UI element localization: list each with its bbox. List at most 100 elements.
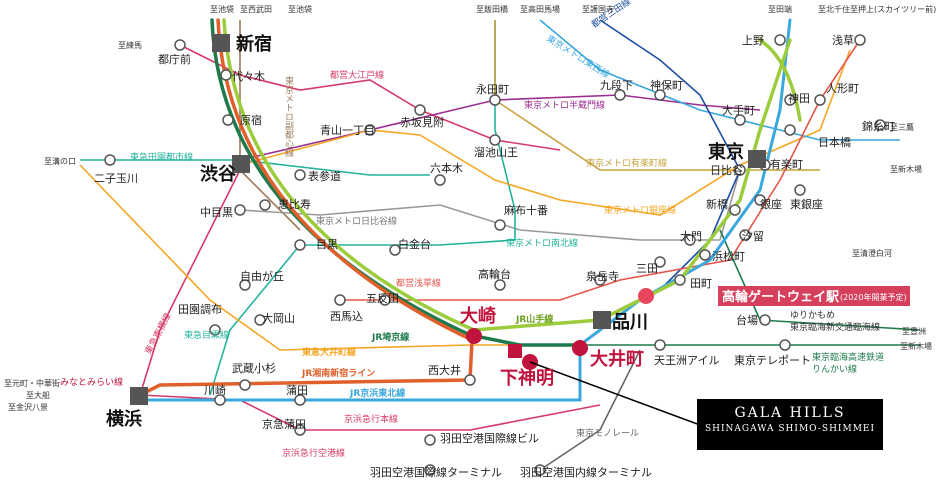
station-kawasaki — [214, 394, 226, 406]
dest-iidabashi: 至飯田橋 — [476, 4, 508, 14]
station-tamachi — [674, 274, 686, 286]
callout-subtitle: SHINAGAWA SHIMO-SHIMMEI — [704, 424, 876, 434]
meguro-line — [209, 244, 301, 396]
dest-shinkiba3: 至新木場 — [900, 341, 932, 351]
line-namboku: 東京メトロ南北線 — [506, 237, 578, 249]
line-oimachi: 東急大井町線 — [302, 346, 356, 358]
label-yoyogi: 代々木 — [232, 70, 265, 83]
station-shimbashi — [729, 204, 741, 216]
line-yurikamome-2: 東京臨海新交通臨海線 — [790, 321, 880, 333]
station-higashiginza — [794, 184, 806, 196]
gala-hills-site — [508, 344, 522, 358]
label-nihombashi: 日本橋 — [818, 135, 851, 149]
label-omotesando: 表参道 — [308, 169, 341, 183]
line-saikyo: JR埼京線 — [371, 331, 409, 343]
label-aoyama: 青山一丁目 — [320, 124, 375, 137]
hibiya-line — [239, 169, 741, 241]
station-kamata — [294, 394, 306, 406]
dest-oshiage: 至押上(スカイツリー前) — [850, 4, 936, 14]
hub-takanawa — [638, 288, 654, 304]
jr-lines — [138, 18, 802, 402]
label-takanawadai: 高輪台 — [478, 267, 511, 281]
line-minatomirai: みなとみらい線 — [60, 376, 123, 388]
label-tochomae: 都庁前 — [158, 52, 191, 66]
station-denenchofu — [209, 324, 221, 336]
label-kanda: 神田 — [788, 91, 810, 105]
destinations: 至池袋 至西武田 至池袋 至練馬 至溝の口 至飯田橋 至高田馬場 至護国寺 至田… — [4, 4, 936, 412]
dest-mitaka: 至三鷹 — [890, 122, 914, 132]
station-haneda-intl — [424, 464, 436, 476]
label-roppongi: 六本木 — [430, 161, 463, 175]
station-daiba — [759, 314, 771, 326]
label-ookayama: 大岡山 — [262, 311, 295, 325]
station-markers — [104, 34, 886, 476]
saikyo-line — [210, 18, 582, 347]
label-futako: 二子玉川 — [94, 172, 138, 185]
label-haneda-bldg: 羽田空港国際線ビル — [440, 431, 539, 445]
station-roppongi — [434, 174, 446, 186]
label-shibuya: 渋谷 — [200, 163, 237, 185]
label-tamachi: 田町 — [690, 277, 712, 290]
station-tochomae — [174, 39, 186, 51]
station-nishioi — [464, 374, 476, 386]
station-tennozu — [654, 339, 666, 351]
line-shonan: JR湘南新宿ライン — [301, 367, 375, 379]
dest-shiodomeland: 至清澄白河 — [852, 248, 892, 258]
line-ginza: 東京メトロ銀座線 — [604, 204, 676, 216]
pointer-line — [529, 361, 701, 426]
station-shirokanedai — [389, 244, 401, 256]
label-shimoshinmei: 下神明 — [500, 367, 554, 389]
station-haneda-dom — [534, 464, 546, 476]
station-musashikosugi — [239, 379, 251, 391]
station-jimbocho — [654, 89, 666, 101]
dest-ofuna: 至大船 — [26, 390, 50, 400]
line-keikyu-airport: 京浜急行空港線 — [282, 447, 345, 459]
label-kawasaki: 川崎 — [204, 383, 226, 397]
label-kamata: 蒲田 — [286, 383, 308, 397]
yurakucho-line — [494, 20, 820, 171]
line-rinkai-2: りんかい線 — [812, 363, 857, 375]
station-omotesando — [294, 169, 306, 181]
station-hibiya — [734, 164, 746, 176]
label-otemachi: 大手町 — [722, 103, 755, 117]
station-kanda — [784, 94, 796, 106]
label-takanawa: 高輪ゲートウェイ駅 — [722, 289, 840, 305]
label-nishioi: 西大井 — [428, 363, 461, 377]
line-yurikamome-1: ゆりかもめ — [790, 310, 835, 321]
line-hanzomon: 東京メトロ半蔵門線 — [524, 99, 605, 111]
station-keikyukamata — [294, 424, 306, 436]
dest-nerima: 至練馬 — [118, 40, 142, 50]
label-oimachi: 大井町 — [590, 348, 644, 370]
station-jiyugaoka — [239, 279, 251, 291]
line-yurakucho: 東京メトロ有楽町線 — [586, 157, 667, 169]
label-nishimagome: 西馬込 — [330, 310, 363, 323]
station-mita — [654, 256, 666, 268]
dest-kanazawa: 至金沢八景 — [8, 402, 48, 412]
asakusa-line — [340, 39, 861, 301]
station-futako — [104, 154, 116, 166]
station-otemachi — [734, 114, 746, 126]
station-gotanda — [379, 294, 391, 306]
label-tennozu: 天王洲アイル — [654, 354, 719, 367]
hanzomon-line — [239, 94, 761, 161]
label-asakusa: 浅草 — [832, 34, 854, 47]
station-shiodome — [739, 229, 751, 241]
hub-osaki — [466, 328, 482, 344]
station-takanawadai — [494, 279, 506, 291]
hub-markers — [130, 34, 766, 405]
label-kudan: 九段下 — [600, 78, 633, 92]
label-haneda-dom: 羽田空港国内線ターミナル — [520, 465, 652, 479]
dest-ikebukuro2: 至池袋 — [288, 4, 312, 14]
ginza-line — [239, 49, 851, 216]
gala-hills-callout: GALA HILLS SHINAGAWA SHIMO-SHIMMEI — [697, 399, 883, 450]
label-yurakucho: 有楽町 — [770, 157, 803, 171]
yamanote-north — [758, 38, 802, 122]
dest-higashiko: 至高田馬場 — [520, 4, 560, 14]
label-hamamatsucho: 浜松町 — [712, 249, 745, 263]
label-azabu: 麻布十番 — [504, 203, 548, 217]
station-aoyama — [364, 124, 376, 136]
label-musashikosugi: 武蔵小杉 — [232, 361, 276, 375]
dest-motomachi: 至元町・中華街 — [4, 378, 60, 388]
label-meguro: 目黒 — [316, 238, 338, 251]
label-haneda-intl: 羽田空港国際線ターミナル — [370, 465, 502, 479]
